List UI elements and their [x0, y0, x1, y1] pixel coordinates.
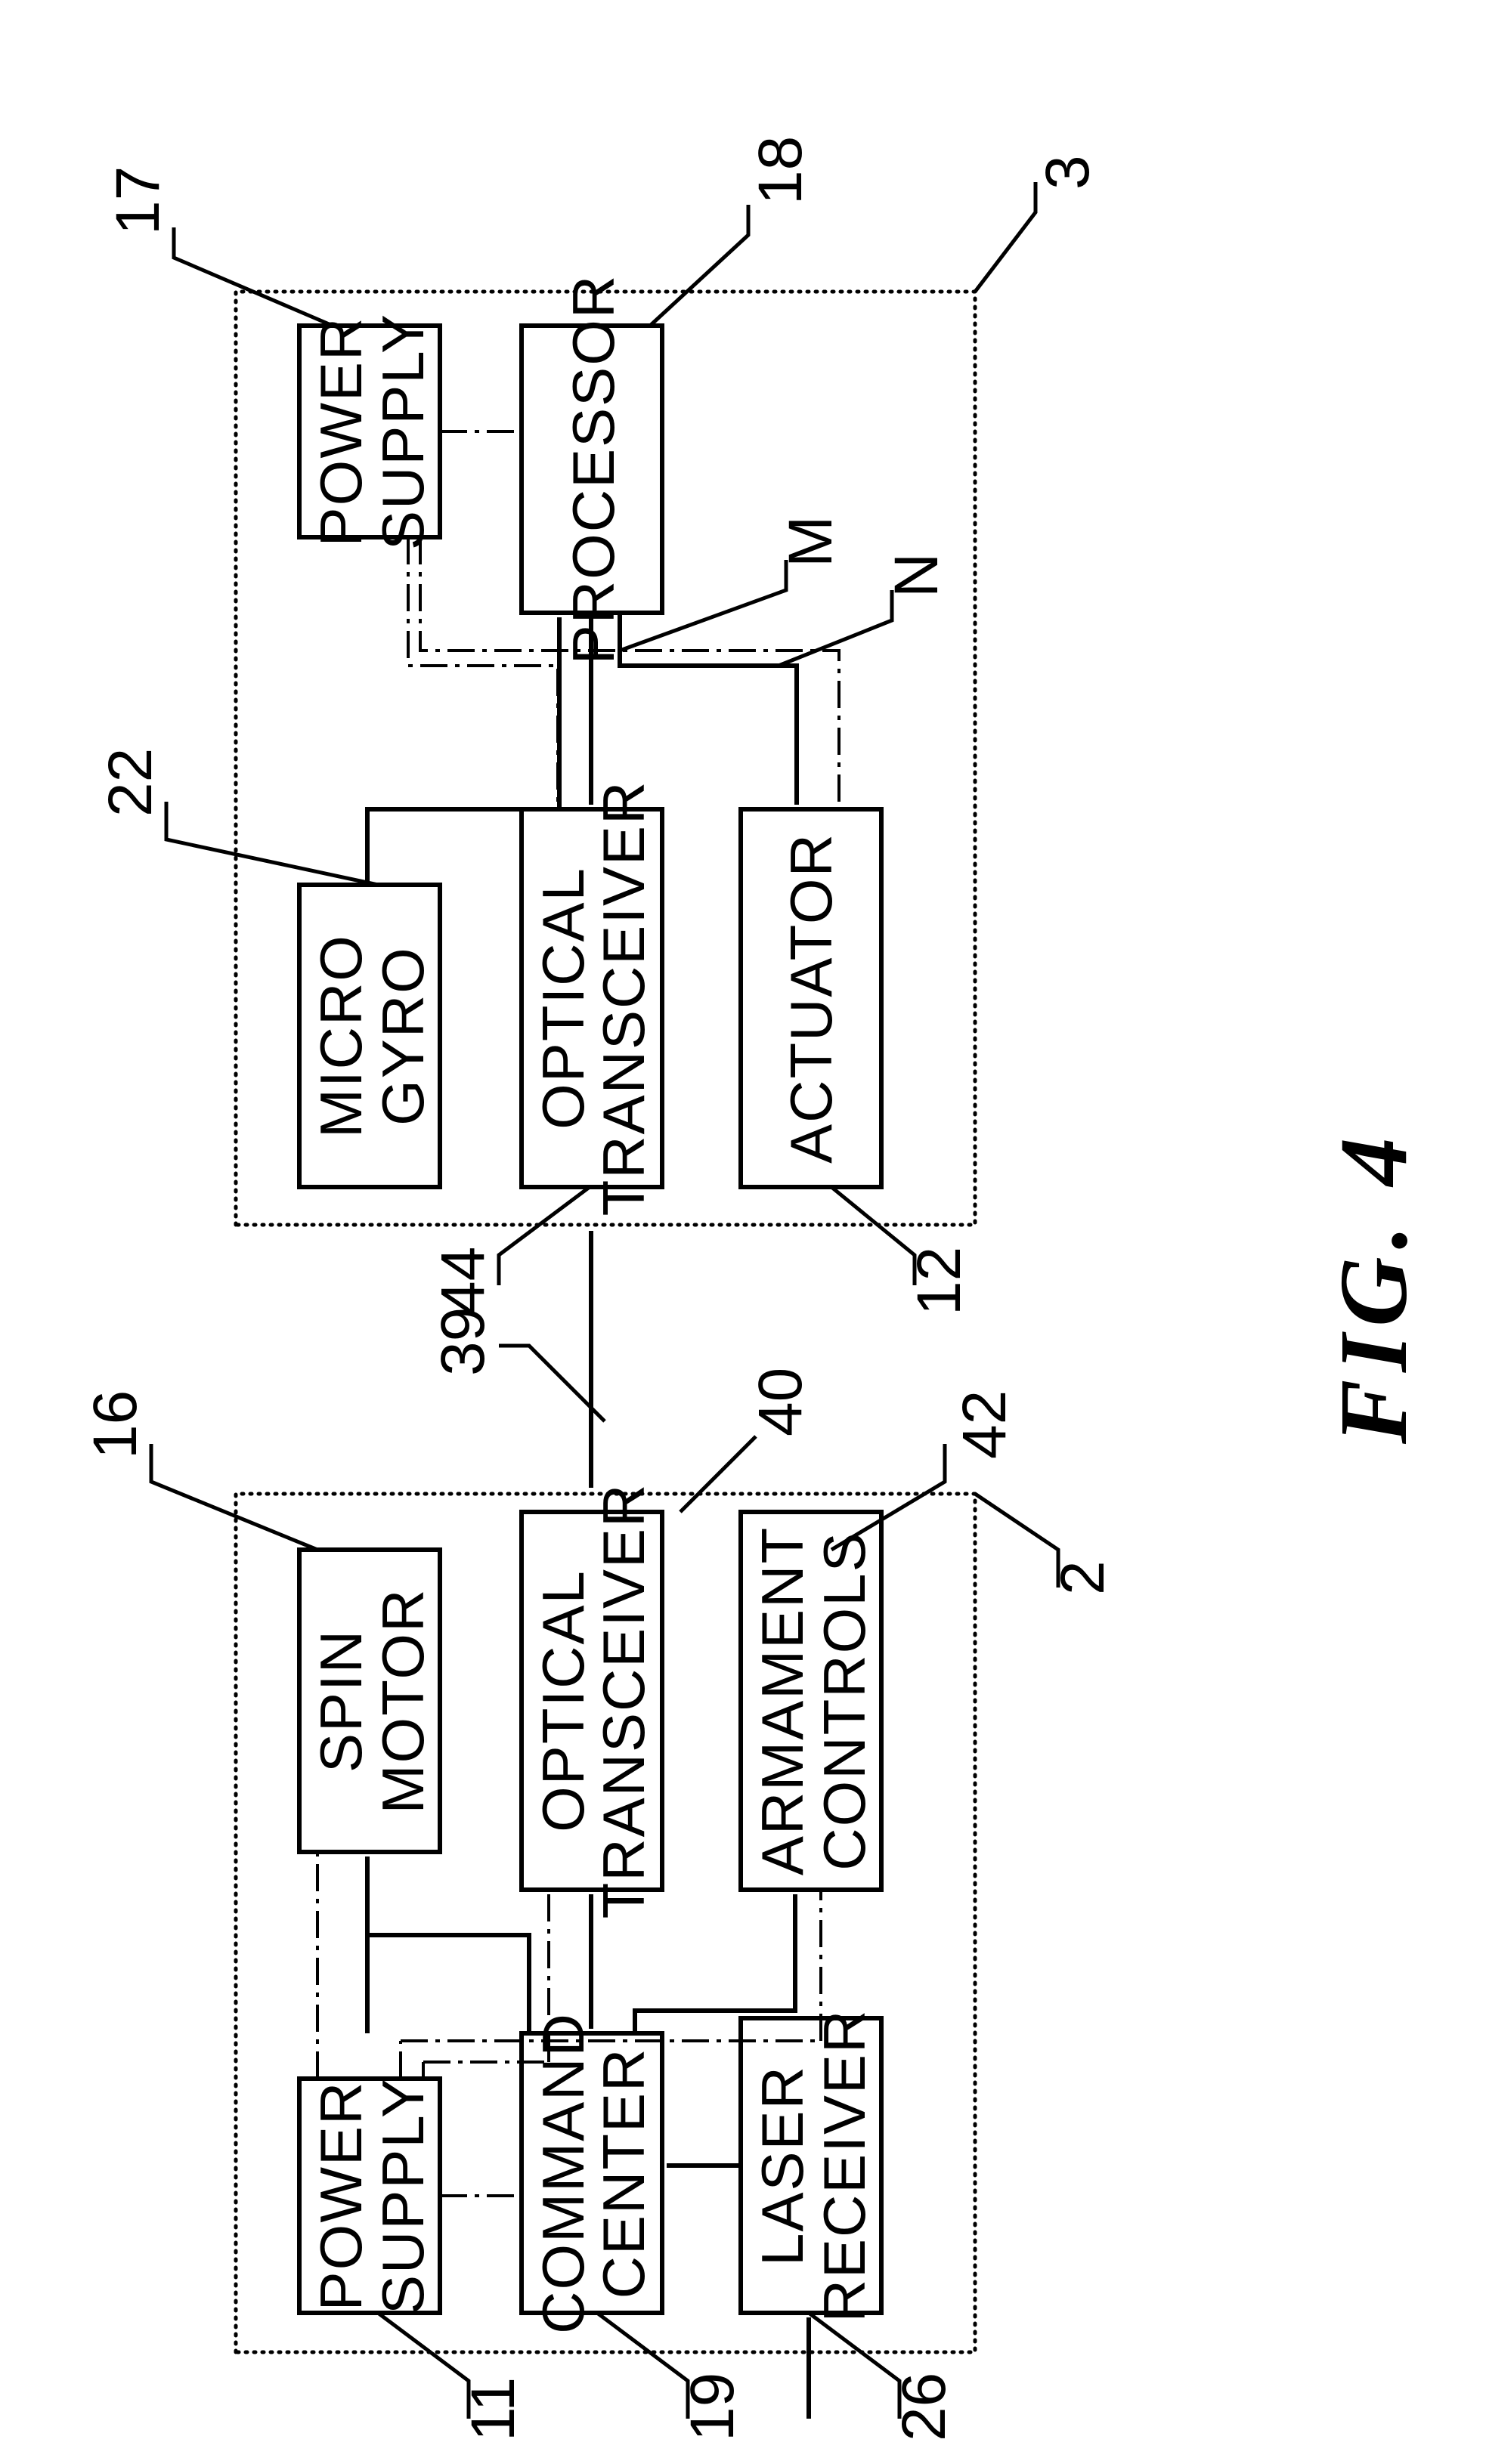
processor-line1: PROCESSOR [560, 274, 627, 664]
micro-gyro-line1: MICRO [308, 934, 374, 1138]
ref-40: 40 [746, 1368, 815, 1436]
ref-16: 16 [81, 1390, 150, 1459]
optical-transceiver-3-line1: OPTICAL [530, 867, 596, 1130]
power-supply-3-line1: POWER [308, 317, 374, 547]
figure-label: FIG. 4 [1320, 1130, 1427, 1445]
ref-17: 17 [104, 166, 172, 235]
block-power-supply-3: POWER SUPPLY [299, 313, 440, 550]
actuator-line1: ACTUATOR [778, 833, 844, 1164]
ref-44: 44 [429, 1247, 497, 1315]
command-center-line2: CENTER [590, 2048, 657, 2299]
block-spin-motor: SPIN MOTOR [299, 1550, 440, 1852]
block-armament-controls: ARMAMENT CONTROLS [741, 1512, 881, 1890]
ref-26: 26 [890, 2373, 958, 2441]
ref-M: M [776, 516, 845, 567]
ref-42: 42 [950, 1390, 1019, 1459]
optical-transceiver-2-line2: TRANSCEIVER [590, 1483, 657, 1919]
laser-receiver-line2: RECEIVER [811, 2009, 878, 2323]
block-processor: PROCESSOR [522, 274, 662, 664]
optical-transceiver-2-line1: OPTICAL [530, 1569, 596, 1832]
ref-2: 2 [1048, 1560, 1117, 1595]
power-supply-2-line1: POWER [308, 2081, 374, 2311]
spin-motor-line2: MOTOR [370, 1588, 436, 1814]
block-optical-transceiver-2: OPTICAL TRANSCEIVER [522, 1483, 662, 1919]
micro-gyro-line2: GYRO [370, 946, 436, 1126]
armament-controls-line2: CONTROLS [811, 1531, 878, 1870]
block-optical-transceiver-3: OPTICAL TRANSCEIVER [522, 781, 662, 1217]
block-actuator: ACTUATOR [741, 809, 881, 1187]
ref-12: 12 [905, 1247, 974, 1315]
power-supply-3-line2: SUPPLY [370, 313, 436, 550]
armament-controls-line1: ARMAMENT [749, 1526, 816, 1875]
spin-motor-line1: SPIN [308, 1629, 374, 1773]
ref-22: 22 [96, 748, 165, 817]
laser-receiver-line1: LASER [749, 2065, 816, 2266]
block-micro-gyro: MICRO GYRO [299, 885, 440, 1187]
ref-18: 18 [746, 136, 815, 205]
ref-11: 11 [459, 2377, 528, 2441]
ref-19: 19 [678, 2373, 747, 2441]
ref-N: N [882, 553, 951, 598]
ref-3: 3 [1033, 155, 1102, 190]
optical-transceiver-3-line2: TRANSCEIVER [590, 781, 657, 1217]
block-laser-receiver: LASER RECEIVER [741, 2009, 881, 2323]
power-supply-2-line2: SUPPLY [370, 2077, 436, 2314]
block-power-supply-2: POWER SUPPLY [299, 2077, 440, 2314]
ref-39: 39 [429, 1307, 497, 1376]
